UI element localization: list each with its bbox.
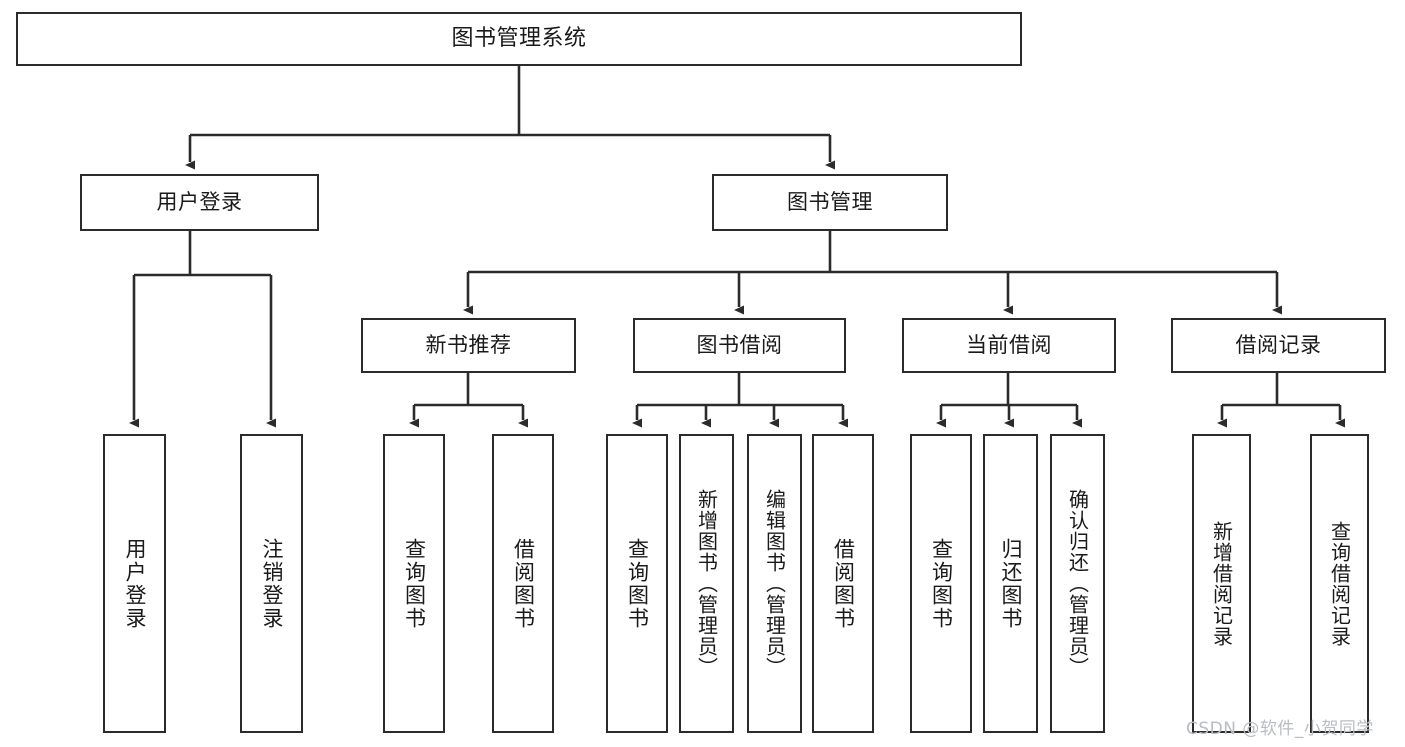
node-current-borrow-label: 当前借阅	[966, 332, 1052, 357]
node-leaf-book-borrow-query-label: 查询图书	[625, 537, 650, 630]
node-root-system[interactable]: 图书管理系统	[16, 12, 1022, 66]
node-leaf-current-borrow-query-label: 查询图书	[929, 537, 954, 630]
node-leaf-current-borrow-confirm-label: 确认归还（管理员）	[1065, 489, 1090, 678]
node-leaf-user-login-signout-label: 注销登录	[260, 537, 284, 630]
node-leaf-borrow-record-add[interactable]: 新增借阅记录	[1192, 434, 1251, 733]
csdn-watermark: CSDN @软件_小贺同学	[1186, 719, 1374, 739]
node-leaf-user-login-signin-label: 用户登录	[123, 537, 147, 630]
node-leaf-borrow-record-add-label: 新增借阅记录	[1209, 520, 1234, 647]
node-book-borrow[interactable]: 图书借阅	[633, 318, 846, 373]
node-current-borrow[interactable]: 当前借阅	[902, 318, 1116, 373]
node-leaf-current-borrow-query[interactable]: 查询图书	[910, 434, 972, 733]
node-leaf-book-borrow-add-label: 新增图书（管理员）	[694, 489, 719, 678]
node-user-login-label: 用户登录	[156, 189, 243, 214]
node-borrow-record-label: 借阅记录	[1235, 332, 1322, 357]
node-leaf-book-borrow-query[interactable]: 查询图书	[606, 434, 668, 733]
node-leaf-book-borrow-lend-label: 借阅图书	[831, 537, 856, 630]
node-leaf-current-borrow-return[interactable]: 归还图书	[983, 434, 1038, 733]
node-user-login[interactable]: 用户登录	[80, 174, 319, 231]
node-leaf-book-borrow-edit[interactable]: 编辑图书（管理员）	[747, 434, 802, 733]
node-leaf-borrow-record-query-label: 查询借阅记录	[1327, 520, 1352, 647]
node-book-management-label: 图书管理	[787, 189, 873, 214]
node-leaf-current-borrow-confirm[interactable]: 确认归还（管理员）	[1050, 434, 1105, 733]
node-leaf-borrow-record-query[interactable]: 查询借阅记录	[1310, 434, 1369, 733]
node-leaf-new-book-borrow[interactable]: 借阅图书	[492, 434, 554, 733]
node-leaf-book-borrow-edit-label: 编辑图书（管理员）	[762, 489, 787, 678]
node-leaf-user-login-signin[interactable]: 用户登录	[103, 434, 166, 733]
node-book-management[interactable]: 图书管理	[712, 174, 948, 231]
node-leaf-new-book-query[interactable]: 查询图书	[383, 434, 445, 733]
node-leaf-book-borrow-add[interactable]: 新增图书（管理员）	[679, 434, 734, 733]
node-book-borrow-label: 图书借阅	[696, 332, 783, 357]
node-leaf-user-login-signout[interactable]: 注销登录	[240, 434, 303, 733]
node-leaf-book-borrow-lend[interactable]: 借阅图书	[812, 434, 874, 733]
node-leaf-new-book-query-label: 查询图书	[402, 537, 427, 630]
node-new-book-recommend-label: 新书推荐	[425, 332, 512, 357]
node-leaf-new-book-borrow-label: 借阅图书	[511, 537, 536, 630]
node-leaf-current-borrow-return-label: 归还图书	[999, 537, 1023, 630]
node-borrow-record[interactable]: 借阅记录	[1171, 318, 1386, 373]
node-root-system-label: 图书管理系统	[451, 25, 587, 51]
node-new-book-recommend[interactable]: 新书推荐	[361, 318, 576, 373]
